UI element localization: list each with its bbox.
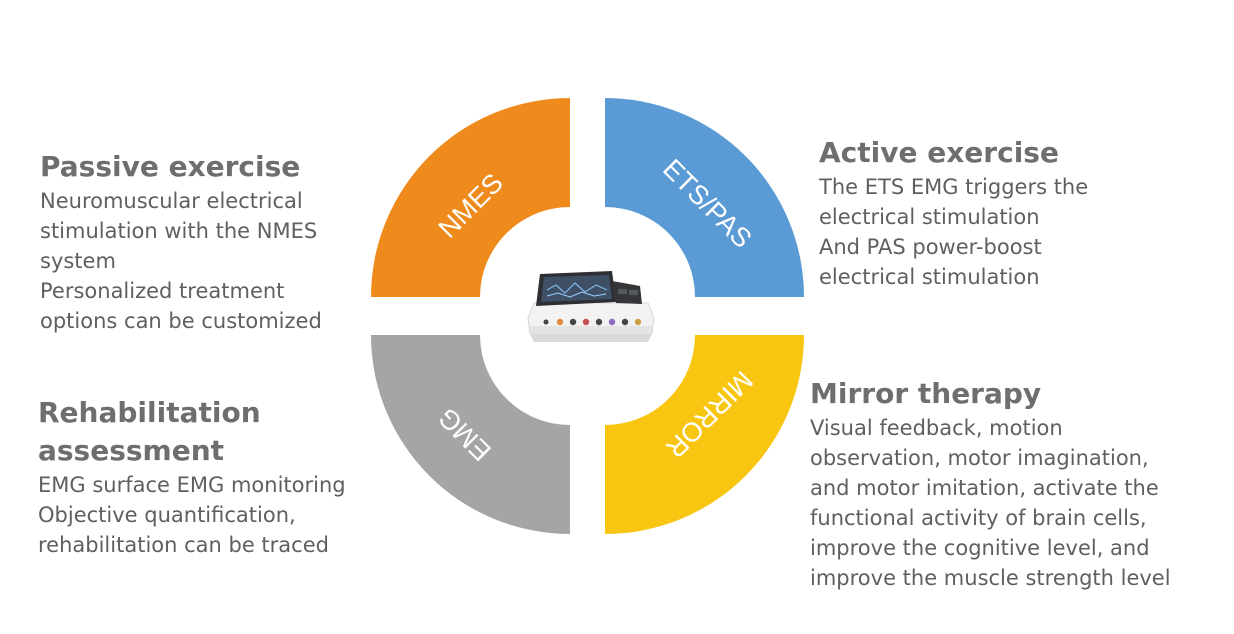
description-line: system	[40, 249, 116, 273]
description-line: options can be customized	[40, 309, 322, 333]
description-line: Personalized treatment	[40, 279, 285, 303]
mirror-therapy-heading: Mirror therapy	[810, 377, 1042, 410]
description-line: Visual feedback, motion	[810, 416, 1063, 440]
heading-line: Rehabilitation	[38, 396, 261, 429]
segment-mirror	[605, 335, 804, 534]
segment-emg	[371, 335, 570, 534]
rehabilitation-assessment-block: Rehabilitation assessment EMG surface EM…	[38, 394, 346, 560]
segment-nmes	[371, 98, 570, 297]
description-line: And PAS power-boost	[819, 235, 1042, 259]
passive-exercise-heading: Passive exercise	[40, 150, 301, 183]
heading-line: assessment	[38, 434, 225, 467]
description-line: electrical stimulation	[819, 265, 1040, 289]
mirror-therapy-block: Mirror therapy Visual feedback, motion o…	[810, 375, 1171, 593]
passive-exercise-block: Passive exercise Neuromuscular electrica…	[40, 148, 322, 336]
description-line: rehabilitation can be traced	[38, 533, 329, 557]
description-line: functional activity of brain cells,	[810, 506, 1147, 530]
description-line: improve the cognitive level, and	[810, 536, 1150, 560]
description-line: improve the muscle strength level	[810, 566, 1171, 590]
description-line: electrical stimulation	[819, 205, 1040, 229]
description-line: observation, motor imagination,	[810, 446, 1149, 470]
segment-ets-pas	[605, 98, 804, 297]
passive-exercise-description: Neuromuscular electrical stimulation wit…	[40, 186, 322, 336]
rehabilitation-assessment-description: EMG surface EMG monitoring Objective qua…	[38, 470, 346, 560]
mirror-therapy-description: Visual feedback, motion observation, mot…	[810, 413, 1171, 593]
rehabilitation-assessment-heading: Rehabilitation assessment	[38, 394, 346, 470]
description-line: EMG surface EMG monitoring	[38, 473, 346, 497]
active-exercise-block: Active exercise The ETS EMG triggers the…	[819, 134, 1088, 292]
rehabilitation-device-icon	[496, 262, 656, 370]
active-exercise-heading: Active exercise	[819, 136, 1059, 169]
description-line: stimulation with the NMES	[40, 219, 318, 243]
description-line: Neuromuscular electrical	[40, 189, 303, 213]
description-line: Objective quantification,	[38, 503, 296, 527]
description-line: The ETS EMG triggers the	[819, 175, 1089, 199]
active-exercise-description: The ETS EMG triggers the electrical stim…	[819, 172, 1088, 292]
description-line: and motor imitation, activate the	[810, 476, 1159, 500]
